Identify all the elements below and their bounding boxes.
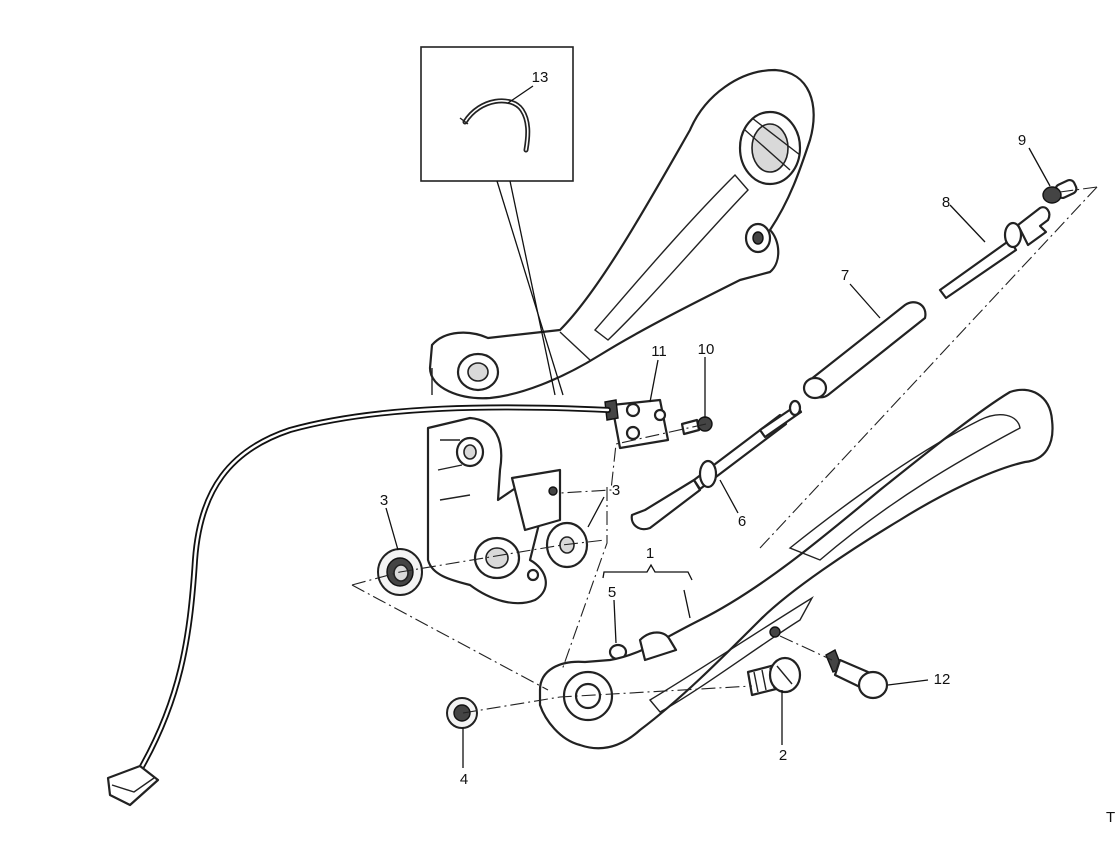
side-stand-sensor [604,398,670,450]
callout-5: 5 [608,584,616,601]
plug-pin [1042,178,1078,204]
nut [446,697,478,729]
callout-9: 9 [1018,132,1026,149]
callout-labels: 1 2 3 3 4 5 6 7 8 9 10 11 12 13 T [380,69,1115,826]
callout-12: 12 [934,671,951,688]
corner-code: T [1106,809,1115,826]
alignment-lines [351,186,1098,714]
mounting-plate [426,416,562,605]
callout-2: 2 [779,747,787,764]
callout-4: 4 [460,771,468,788]
spring [802,301,927,400]
callout-7: 7 [841,267,849,284]
callout-1: 1 [646,545,654,562]
callout-11: 11 [651,343,667,360]
frame-bracket [428,68,815,400]
washer-right [545,521,589,569]
callout-3-right: 3 [612,482,620,499]
callout-13: 13 [532,69,549,86]
callout-10: 10 [698,341,715,358]
pivot-bolt [746,656,802,697]
side-stand [538,388,1054,750]
stop-bolt [825,648,889,700]
spring-hook-rod [938,206,1051,300]
callout-3-left: 3 [380,492,388,509]
detail-inset [420,46,574,396]
callout-8: 8 [942,194,950,211]
spring-rod [630,399,803,531]
leader-lines [385,85,1051,768]
sensor-cable [106,404,611,807]
callout-6: 6 [738,513,746,530]
